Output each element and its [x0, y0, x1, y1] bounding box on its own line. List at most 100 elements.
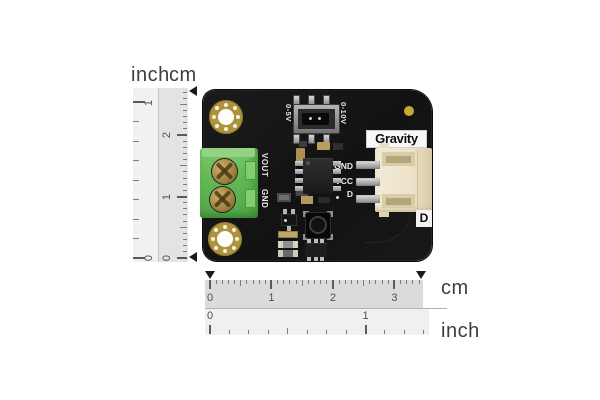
diode-band: [296, 189, 308, 196]
board-top-marker-icon: [189, 86, 197, 96]
board-left-marker-icon: [205, 271, 215, 279]
smd-capacitor: [317, 142, 330, 150]
chip-pin1-dot: [306, 161, 310, 165]
pin-vcc-label: VCC: [335, 176, 353, 186]
tick: [406, 280, 408, 284]
tick: [289, 280, 291, 284]
vertical-cm-number: 1: [161, 193, 173, 200]
tick: [182, 146, 187, 148]
horizontal-cm-number: 3: [391, 292, 398, 304]
chip-pin: [320, 239, 324, 243]
hole-center: [217, 231, 233, 247]
tick: [133, 238, 139, 240]
tick: [209, 325, 211, 334]
chip-pin: [295, 160, 303, 166]
tick: [133, 160, 139, 162]
terminal-vout-label: VOUT: [260, 153, 269, 178]
wire-entry-slot: [245, 189, 256, 208]
tick: [177, 195, 187, 198]
chip-pin: [320, 257, 324, 261]
pin-gnd-label: GND: [334, 161, 353, 171]
tick: [381, 280, 383, 284]
board-bottom-marker-icon: [189, 252, 197, 262]
tick: [182, 177, 187, 179]
connector-slot-inner: [386, 156, 411, 163]
sensor-board: 0-5V 0-10V VOUT GND: [200, 90, 432, 261]
hole-ring-dot: [235, 237, 240, 241]
hole-ring-dot: [210, 237, 215, 241]
chip-pin: [295, 186, 303, 191]
tick: [180, 226, 187, 228]
vertical-cm-unit-label: cm: [169, 64, 197, 86]
connector-pin-vcc: [356, 178, 380, 186]
transistor: [281, 214, 297, 226]
hole-ring-dot: [231, 228, 236, 233]
transistor-leg: [283, 209, 287, 215]
terminal-top-lip: [202, 148, 255, 157]
horizontal-cm-number: 1: [268, 292, 275, 304]
switch-knob-dot: [309, 117, 312, 120]
horizontal-inch-number: 1: [362, 310, 369, 322]
connector-pin-d: [356, 195, 380, 203]
horizontal-inch-number: 0: [206, 310, 214, 322]
chip-pin: [313, 239, 318, 243]
smd-resistor: [278, 250, 298, 257]
tick: [180, 103, 187, 105]
switch-leg: [308, 134, 315, 144]
tick: [182, 128, 187, 130]
tick: [306, 330, 308, 334]
tick: [283, 280, 285, 284]
smd-resistor: [278, 241, 298, 248]
sot23-6-chip: [305, 243, 327, 257]
tick: [423, 330, 425, 334]
tick: [177, 257, 187, 259]
gold-via-dot: [404, 106, 414, 116]
tick: [133, 257, 145, 259]
hole-ring-dot: [223, 249, 227, 254]
tick: [133, 140, 139, 142]
tick: [345, 330, 347, 334]
tick: [182, 208, 187, 210]
switch-leg: [293, 134, 300, 144]
tick: [258, 280, 260, 284]
tick: [412, 280, 414, 284]
ruler-divider: [205, 308, 447, 309]
tick: [182, 140, 187, 142]
tick: [133, 218, 139, 220]
vertical-inch-number: 1: [143, 99, 155, 106]
terminal-screw-top: [212, 159, 237, 184]
horizontal-cm-number: 2: [329, 292, 337, 304]
hole-ring-dot: [215, 106, 220, 111]
connector-slot: [382, 152, 415, 166]
tick: [182, 220, 187, 222]
tick: [338, 280, 340, 284]
tick: [227, 280, 229, 284]
tick: [357, 280, 359, 284]
tick: [331, 280, 334, 289]
smd-capacitor: [277, 193, 291, 202]
connector-slot: [382, 194, 415, 208]
tick: [326, 280, 328, 284]
range-slide-switch: [293, 104, 340, 134]
tick: [182, 239, 187, 241]
corner-d-marker: D: [416, 210, 432, 227]
hole-ring-dot: [223, 224, 227, 229]
chip-pin: [307, 257, 311, 261]
tick: [182, 214, 187, 216]
tick: [344, 280, 346, 284]
tick: [133, 101, 145, 104]
board-right-marker-icon: [416, 271, 426, 279]
hole-ring-dot: [224, 102, 228, 107]
switch-slot: [302, 113, 329, 125]
switch-range-high-label: 0-10V: [339, 102, 348, 125]
transistor-leg: [291, 209, 295, 215]
horizontal-inch-unit-label: inch: [441, 320, 480, 342]
hole-ring-dot: [231, 245, 236, 250]
tick: [418, 280, 420, 284]
tick: [182, 245, 187, 247]
tick: [182, 97, 187, 99]
tick: [287, 328, 289, 334]
